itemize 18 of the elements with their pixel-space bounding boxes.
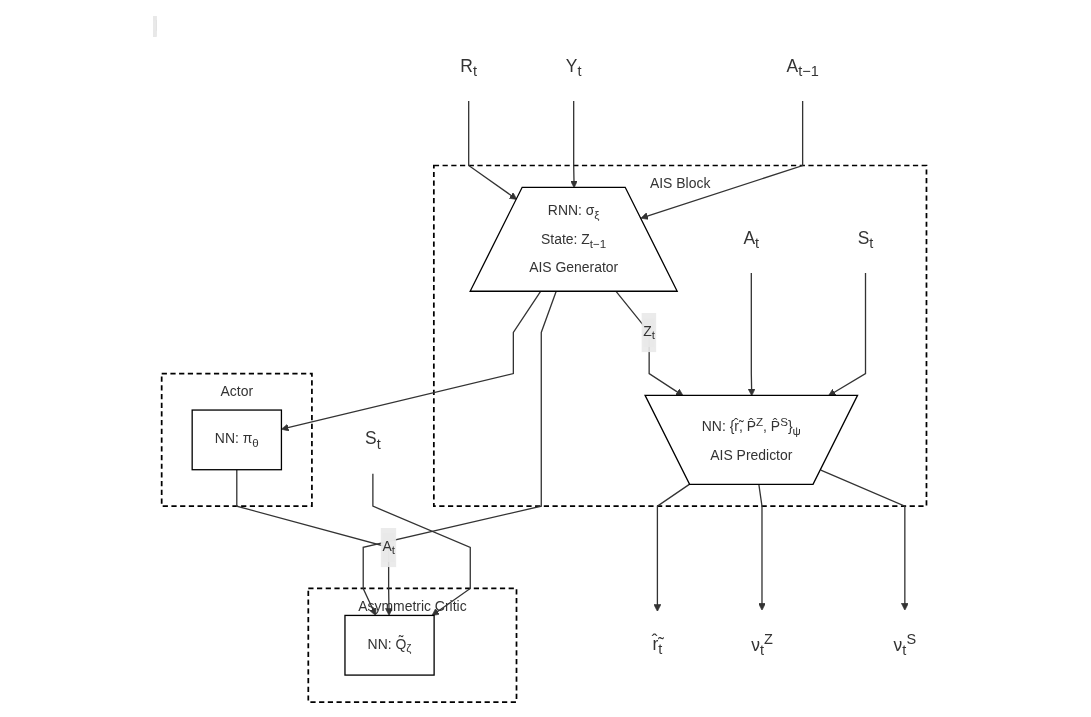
edge-label: Z$_{t}$ — [642, 323, 655, 342]
node-text: S$_{t}$ — [857, 227, 873, 252]
node-text: S$_{t}$ — [364, 428, 381, 452]
node-text: r̂̃$_{t}$ — [652, 633, 662, 658]
arrow — [653, 482, 690, 612]
arrow — [757, 483, 766, 611]
edge-label: A$_{t}$ — [382, 537, 395, 557]
arrow — [371, 472, 471, 616]
node-text: R$_{t}$ — [460, 55, 477, 80]
arrow — [362, 290, 557, 616]
arrow — [640, 99, 803, 220]
node-text: Y$_{t}$ — [565, 55, 582, 80]
node-text: A$_{t}$ — [743, 227, 759, 252]
node-text: A$_{t−1}$ — [786, 55, 819, 80]
node-box: NN: π$_{θ}$ — [191, 408, 282, 470]
node-box: NN: Q̃$_{ζ}$ — [343, 614, 435, 676]
arrow — [467, 99, 517, 200]
arrow — [819, 469, 909, 611]
